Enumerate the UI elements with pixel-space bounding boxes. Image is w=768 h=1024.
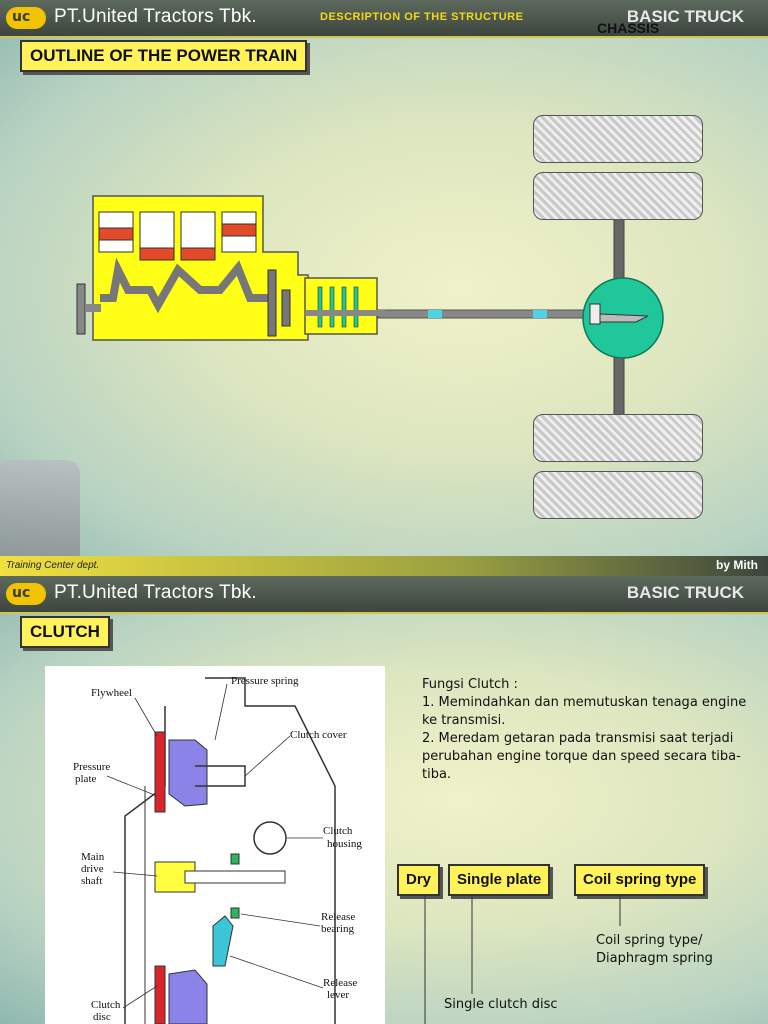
label-pressure: Pressure: [73, 761, 110, 773]
header-course-title: BASIC TRUCK: [626, 583, 744, 602]
function-title: Fungsi Clutch :: [422, 677, 518, 692]
label-release: Release: [321, 911, 355, 923]
function-item-2: 2. Meredam getaran pada transmisi saat t…: [422, 731, 741, 782]
label-disc: disc: [93, 1011, 111, 1023]
truck-photo: [0, 460, 80, 556]
rear-tire-bottom-inner: [533, 414, 703, 462]
label-lever: lever: [327, 989, 349, 1001]
label-bearing: bearing: [321, 923, 354, 935]
chassis-label: CHASSIS: [597, 20, 660, 36]
slide-title: CLUTCH: [20, 616, 110, 648]
company-name: PT.United Tractors Tbk.: [54, 582, 257, 603]
note-single-disc: Single clutch disc: [444, 997, 558, 1012]
function-item-1: 1. Memindahkan dan memutuskan tenaga eng…: [422, 695, 747, 728]
footer-author: by Mith: [716, 558, 758, 572]
label-drive: drive: [81, 863, 104, 875]
header-course-title: BASIC TRUCK: [626, 7, 744, 26]
clutch-cross-section: Pressure spring Flywheel Clutch cover Pr…: [73, 675, 362, 1024]
header-description: DESCRIPTION OF THE STRUCTURE: [320, 11, 524, 23]
label-clutch-cover: Clutch cover: [290, 729, 347, 741]
company-logo: uc: [6, 7, 46, 29]
header-bar: uc PT.United Tractors Tbk. DESCRIPTION O…: [0, 0, 768, 38]
rear-tire-bottom-outer: [533, 471, 703, 519]
tag-single-plate: Single plate: [448, 864, 551, 896]
header-bar: uc PT.United Tractors Tbk. BASIC TRUCK: [0, 576, 768, 614]
tag-dry: Dry: [397, 864, 441, 896]
label-clutch-disc-1: Clutch: [91, 999, 121, 1011]
slide-clutch: uc PT.United Tractors Tbk. BASIC TRUCK C…: [0, 576, 768, 1024]
label-housing: housing: [327, 838, 362, 850]
tag-coil-spring-type: Coil spring type: [574, 864, 706, 896]
clutch-diagram: Pressure spring Flywheel Clutch cover Pr…: [45, 666, 385, 1024]
label-flywheel: Flywheel: [91, 687, 132, 699]
footer-bar: Training Center dept. by Mith: [0, 556, 768, 576]
rear-tire-top-outer: [533, 115, 703, 163]
label-release-lever-1: Release: [323, 977, 357, 989]
slide-title: OUTLINE OF THE POWER TRAIN: [20, 40, 308, 72]
power-train-diagram: [76, 195, 664, 419]
note-coil-spring: Coil spring type/ Diaphragm spring: [596, 933, 713, 966]
label-shaft: shaft: [81, 875, 102, 887]
slide-power-train: uc PT.United Tractors Tbk. DESCRIPTION O…: [0, 0, 768, 576]
label-main: Main: [81, 851, 105, 863]
clutch-function-text: Fungsi Clutch : 1. Memindahkan dan memut…: [422, 676, 762, 784]
label-clutch: Clutch: [323, 825, 353, 837]
rear-tire-top-inner: [533, 172, 703, 220]
company-logo: uc: [6, 583, 46, 605]
label-pressure-spring: Pressure spring: [231, 675, 299, 687]
label-plate: plate: [75, 773, 96, 785]
company-name: PT.United Tractors Tbk.: [54, 6, 257, 27]
footer-department: Training Center dept.: [6, 560, 100, 571]
